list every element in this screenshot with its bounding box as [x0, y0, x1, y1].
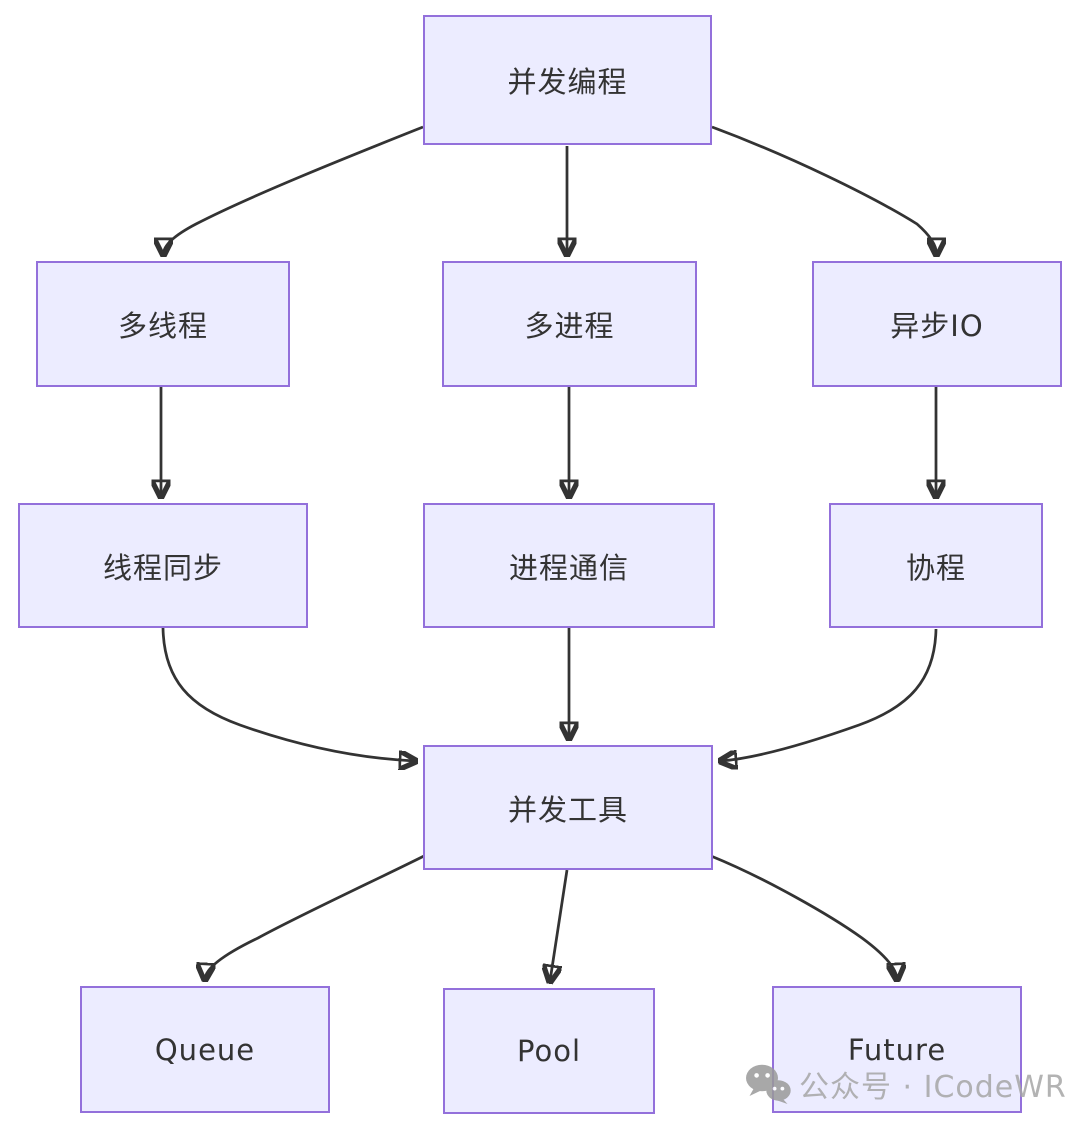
- node-future: Future: [772, 986, 1022, 1113]
- node-multiprocessing: 多进程: [442, 261, 697, 387]
- edge-concurrency-tools-to-future: [710, 854, 897, 979]
- edge-concurrency-to-async-io: [711, 125, 937, 254]
- node-label: 并发工具: [507, 792, 628, 827]
- node-label: Future: [847, 1032, 947, 1067]
- node-label: 进程通信: [508, 550, 629, 585]
- node-async-io: 异步IO: [812, 261, 1062, 387]
- node-label: 线程同步: [102, 550, 223, 585]
- node-label: 异步IO: [890, 309, 984, 343]
- node-label: 并发编程: [507, 65, 628, 99]
- node-label: 多进程: [524, 309, 615, 343]
- node-multithreading: 多线程: [36, 261, 290, 387]
- edge-thread-sync-to-concurrency-tools: [161, 627, 415, 761]
- node-pool: Pool: [443, 988, 655, 1114]
- node-concurrency: 并发编程: [423, 15, 712, 145]
- node-label: 协程: [905, 550, 966, 585]
- edge-coroutine-to-concurrency-tools: [721, 628, 938, 761]
- edge-concurrency-tools-to-queue: [205, 854, 425, 979]
- node-process-comm: 进程通信: [423, 503, 715, 628]
- node-label: Queue: [154, 1032, 256, 1067]
- node-queue: Queue: [80, 986, 330, 1113]
- node-label: 多线程: [117, 309, 208, 343]
- node-coroutine: 协程: [829, 503, 1043, 628]
- edge-concurrency-to-multithreading: [164, 125, 424, 254]
- node-thread-sync: 线程同步: [18, 503, 308, 628]
- node-concurrency-tools: 并发工具: [423, 745, 713, 870]
- wechat-icon: [746, 1064, 791, 1104]
- node-label: Pool: [517, 1034, 581, 1068]
- watermark-text: 公众号 · ICodeWR: [799, 1070, 1067, 1105]
- edge-concurrency-tools-to-pool: [550, 869, 569, 981]
- watermark: 公众号 · ICodeWR: [744, 1062, 1067, 1106]
